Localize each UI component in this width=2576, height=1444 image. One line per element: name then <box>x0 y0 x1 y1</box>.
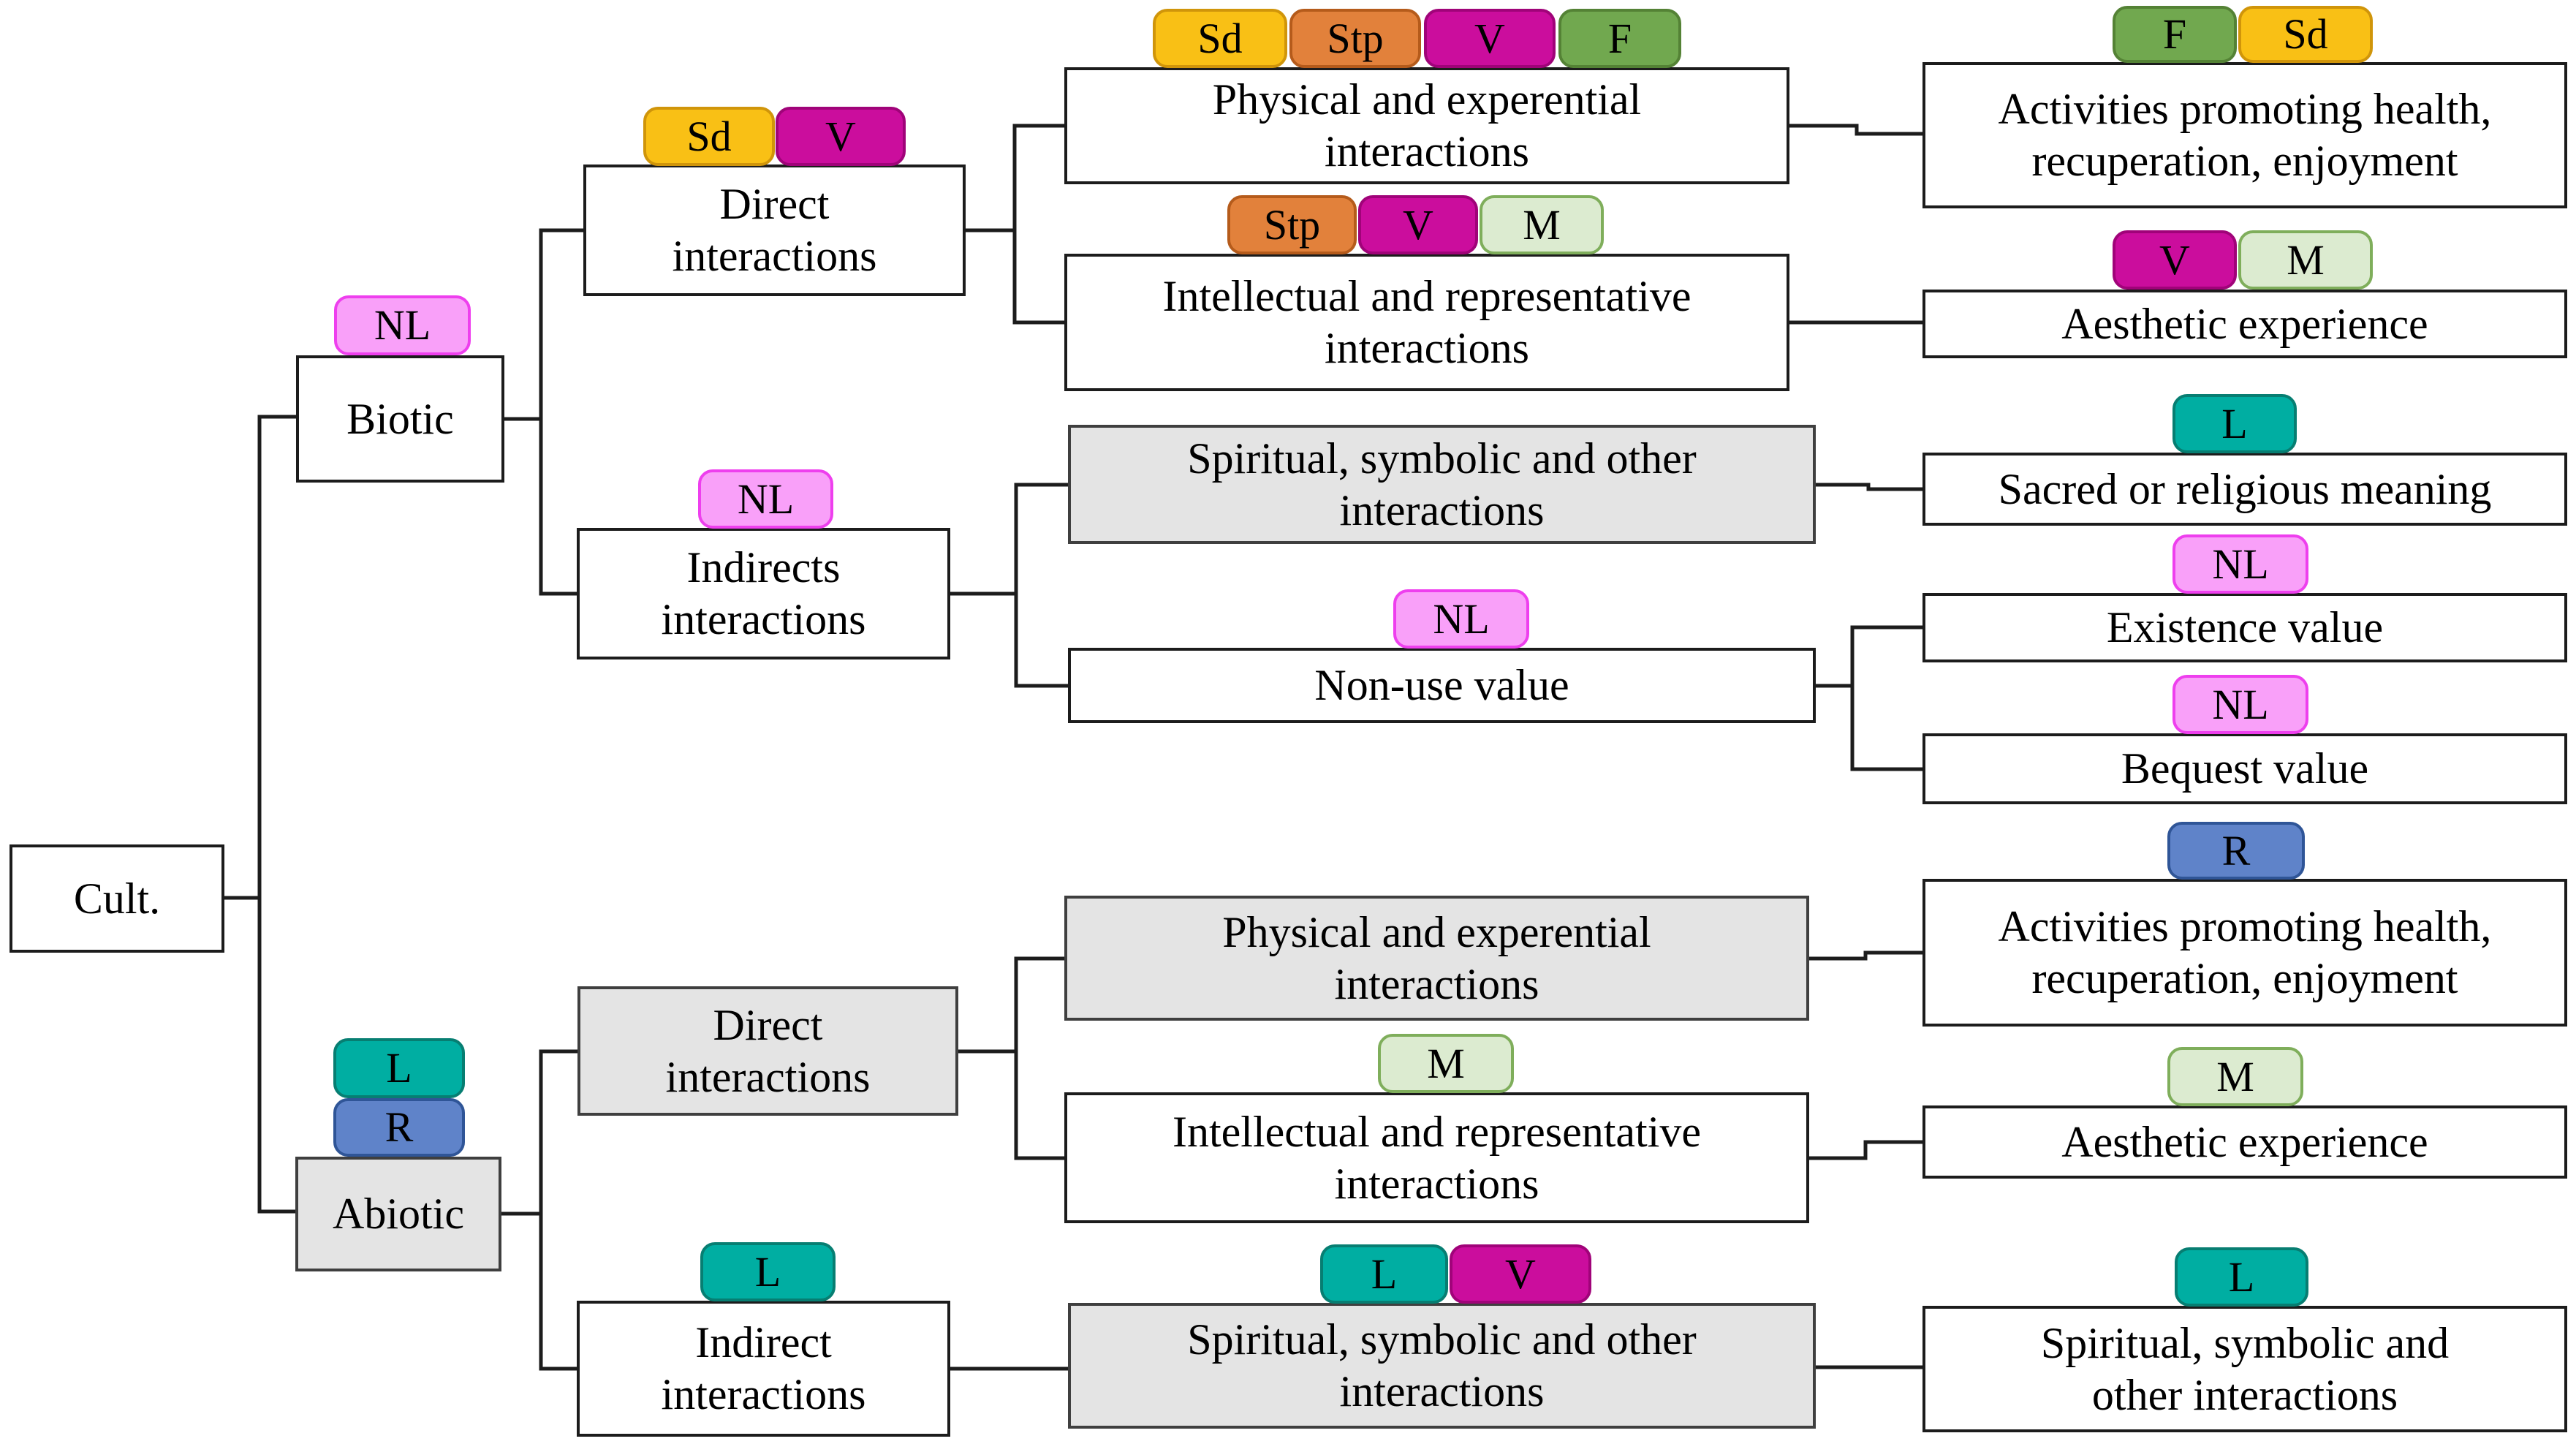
connector-spiritual-sacred <box>1814 483 1925 491</box>
node-sacred-religious-meaning: Sacred or religious meaning <box>1922 453 2567 526</box>
node-label: Intellectual and representative interact… <box>1173 1107 1701 1208</box>
node-label: Activities promoting health, recuperatio… <box>1998 902 2492 1002</box>
node-label: Non-use value <box>1314 661 1569 710</box>
r-badge: R <box>2167 822 2305 880</box>
node-label: Spiritual, symbolic and other interactio… <box>1187 1315 1697 1415</box>
connector-physical-activities <box>1787 124 1925 136</box>
node-label: Indirect interactions <box>661 1318 866 1418</box>
node-label: Direct interactions <box>665 1000 871 1101</box>
node-aesthetic-experience-biotic: Aesthetic experience <box>1922 290 2567 358</box>
node-activities-health-abiotic: Activities promoting health, recuperatio… <box>1922 879 2567 1027</box>
connector-biotic-children <box>502 228 586 596</box>
l-badge: L <box>2175 1247 2308 1307</box>
v-badge: V <box>1450 1244 1591 1304</box>
node-label: Direct interactions <box>672 180 877 280</box>
m-badge: M <box>1480 195 1604 254</box>
m-badge: M <box>2238 230 2373 290</box>
m-badge: M <box>1378 1034 1514 1093</box>
node-indirects-interactions-biotic: Indirects interactions <box>577 528 950 659</box>
connector-cult-children <box>222 415 298 1214</box>
node-label: Aesthetic experience <box>2061 1117 2428 1166</box>
f-badge: F <box>2113 6 2237 63</box>
connector-abiotic-children <box>499 1049 580 1371</box>
node-direct-interactions-abiotic: Direct interactions <box>577 986 958 1116</box>
l-badge: L <box>333 1038 465 1098</box>
node-indirect-interactions-abiotic: Indirect interactions <box>577 1301 950 1437</box>
node-label: Physical and experential interactions <box>1222 907 1651 1008</box>
node-label: Cult. <box>73 874 161 923</box>
node-non-use-value: Non-use value <box>1068 648 1816 723</box>
sd-badge: Sd <box>2238 6 2373 63</box>
l-badge: L <box>1320 1244 1448 1304</box>
node-label: Indirects interactions <box>661 543 866 643</box>
sd-badge: Sd <box>1153 9 1287 68</box>
stp-badge: Stp <box>1289 9 1421 68</box>
node-intellectual-representative-abiotic: Intellectual and representative interact… <box>1064 1092 1809 1223</box>
node-direct-interactions-biotic: Direct interactions <box>583 165 966 296</box>
node-aesthetic-experience-abiotic: Aesthetic experience <box>1922 1105 2567 1179</box>
nl-badge: NL <box>1393 589 1529 649</box>
connector-nonuse-children <box>1814 625 1925 771</box>
nl-badge: NL <box>2172 675 2308 734</box>
v-badge: V <box>2113 230 2237 290</box>
node-label: Spiritual, symbolic and other interactio… <box>1187 434 1697 534</box>
node-intellectual-representative-biotic: Intellectual and representative interact… <box>1064 254 1789 391</box>
node-label: Spiritual, symbolic and other interactio… <box>2040 1318 2450 1419</box>
node-label: Biotic <box>346 394 454 443</box>
m-badge: M <box>2167 1047 2303 1106</box>
connector-direct-abiotic-children <box>956 956 1067 1160</box>
l-badge: L <box>2172 394 2297 453</box>
nl-badge: NL <box>2172 534 2308 594</box>
v-badge: V <box>1424 9 1556 68</box>
v-badge: V <box>776 107 906 166</box>
node-cult: Cult. <box>10 844 224 953</box>
connector-intellectual-aesthetic-abiotic <box>1807 1140 1925 1160</box>
r-badge: R <box>333 1098 465 1157</box>
node-label: Activities promoting health, recuperatio… <box>1998 85 2492 185</box>
node-label: Bequest value <box>2121 744 2369 793</box>
sd-badge: Sd <box>643 107 775 166</box>
node-label: Intellectual and representative interact… <box>1162 272 1692 372</box>
node-spiritual-symbolic-right: Spiritual, symbolic and other interactio… <box>1922 1306 2567 1432</box>
nl-badge: NL <box>698 469 833 529</box>
stp-badge: Stp <box>1227 195 1357 254</box>
node-abiotic: Abiotic <box>295 1157 501 1271</box>
v-badge: V <box>1358 195 1478 254</box>
node-bequest-value: Bequest value <box>1922 733 2567 804</box>
node-physical-experential-abiotic: Physical and experential interactions <box>1064 896 1809 1021</box>
connector-indirects-children <box>948 483 1070 688</box>
node-label: Sacred or religious meaning <box>1998 464 2492 513</box>
node-physical-experential-biotic: Physical and experential interactions <box>1064 67 1789 184</box>
node-activities-health-biotic: Activities promoting health, recuperatio… <box>1922 62 2567 208</box>
node-label: Physical and experential interactions <box>1212 75 1642 175</box>
l-badge: L <box>700 1242 836 1301</box>
node-spiritual-symbolic-biotic: Spiritual, symbolic and other interactio… <box>1068 425 1816 544</box>
node-label: Abiotic <box>333 1190 464 1239</box>
connector-physical-activities-abiotic <box>1807 950 1925 961</box>
node-existence-value: Existence value <box>1922 593 2567 662</box>
nl-badge: NL <box>334 295 471 355</box>
f-badge: F <box>1558 9 1681 68</box>
node-biotic: Biotic <box>296 355 504 483</box>
node-label: Aesthetic experience <box>2061 299 2428 348</box>
node-label: Existence value <box>2106 603 2384 652</box>
connector-direct-biotic-children <box>963 124 1067 325</box>
node-spiritual-symbolic-abiotic: Spiritual, symbolic and other interactio… <box>1068 1303 1816 1429</box>
